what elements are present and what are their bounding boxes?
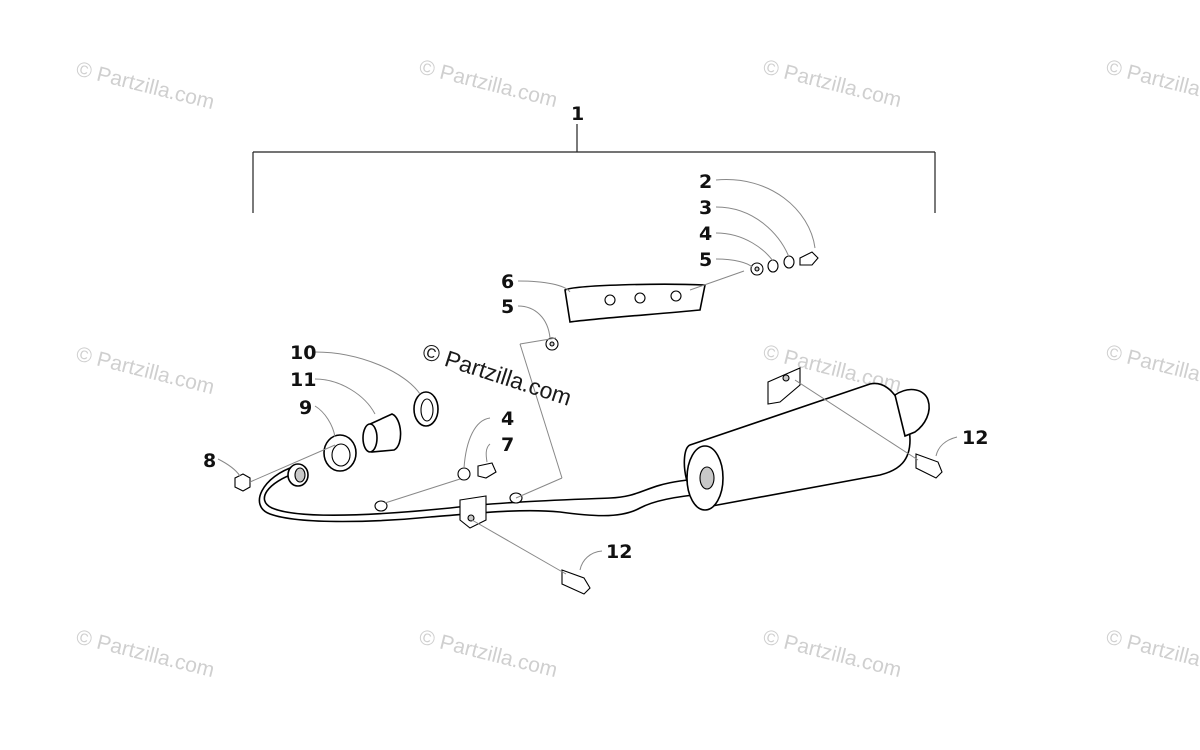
callout-1: 1 (571, 103, 584, 125)
callout-labels: 1 2 3 4 5 6 5 10 11 9 8 4 7 12 12 (203, 103, 988, 563)
callout-4-lower: 4 (501, 408, 514, 430)
callout-5-upper: 5 (699, 249, 712, 271)
callout-9: 9 (299, 397, 312, 419)
watermark: © Partzilla.com (417, 626, 560, 683)
leader-lines (217, 179, 958, 575)
watermark: © Partzilla.com (74, 626, 217, 683)
watermark: © Partzilla.com (74, 343, 217, 400)
callout-3: 3 (699, 197, 712, 219)
watermark: © Partzilla.com (1104, 626, 1200, 683)
callout-6: 6 (501, 271, 514, 293)
callout-5-lower: 5 (501, 296, 514, 318)
watermark: © Partzilla.com (761, 56, 904, 113)
callout-10: 10 (290, 342, 316, 364)
hardware (234, 251, 943, 595)
watermark: © Partzilla.com (761, 626, 904, 683)
watermark-grid: © Partzilla.com © Partzilla.com © Partzi… (74, 56, 1200, 683)
callout-11: 11 (290, 369, 316, 391)
mount-bracket (564, 283, 706, 323)
watermark: © Partzilla.com (417, 56, 560, 113)
callout-4-upper: 4 (699, 223, 712, 245)
callout-8: 8 (203, 450, 216, 472)
watermark: © Partzilla.com (1104, 341, 1200, 398)
assembly-bracket (252, 124, 936, 213)
watermark: © Partzilla.com (1104, 56, 1200, 113)
callout-12-right: 12 (962, 427, 988, 449)
callout-7: 7 (501, 434, 514, 456)
muffler (683, 367, 930, 511)
callout-12-bottom: 12 (606, 541, 632, 563)
watermark: © Partzilla.com (74, 58, 217, 115)
callout-2: 2 (699, 171, 712, 193)
